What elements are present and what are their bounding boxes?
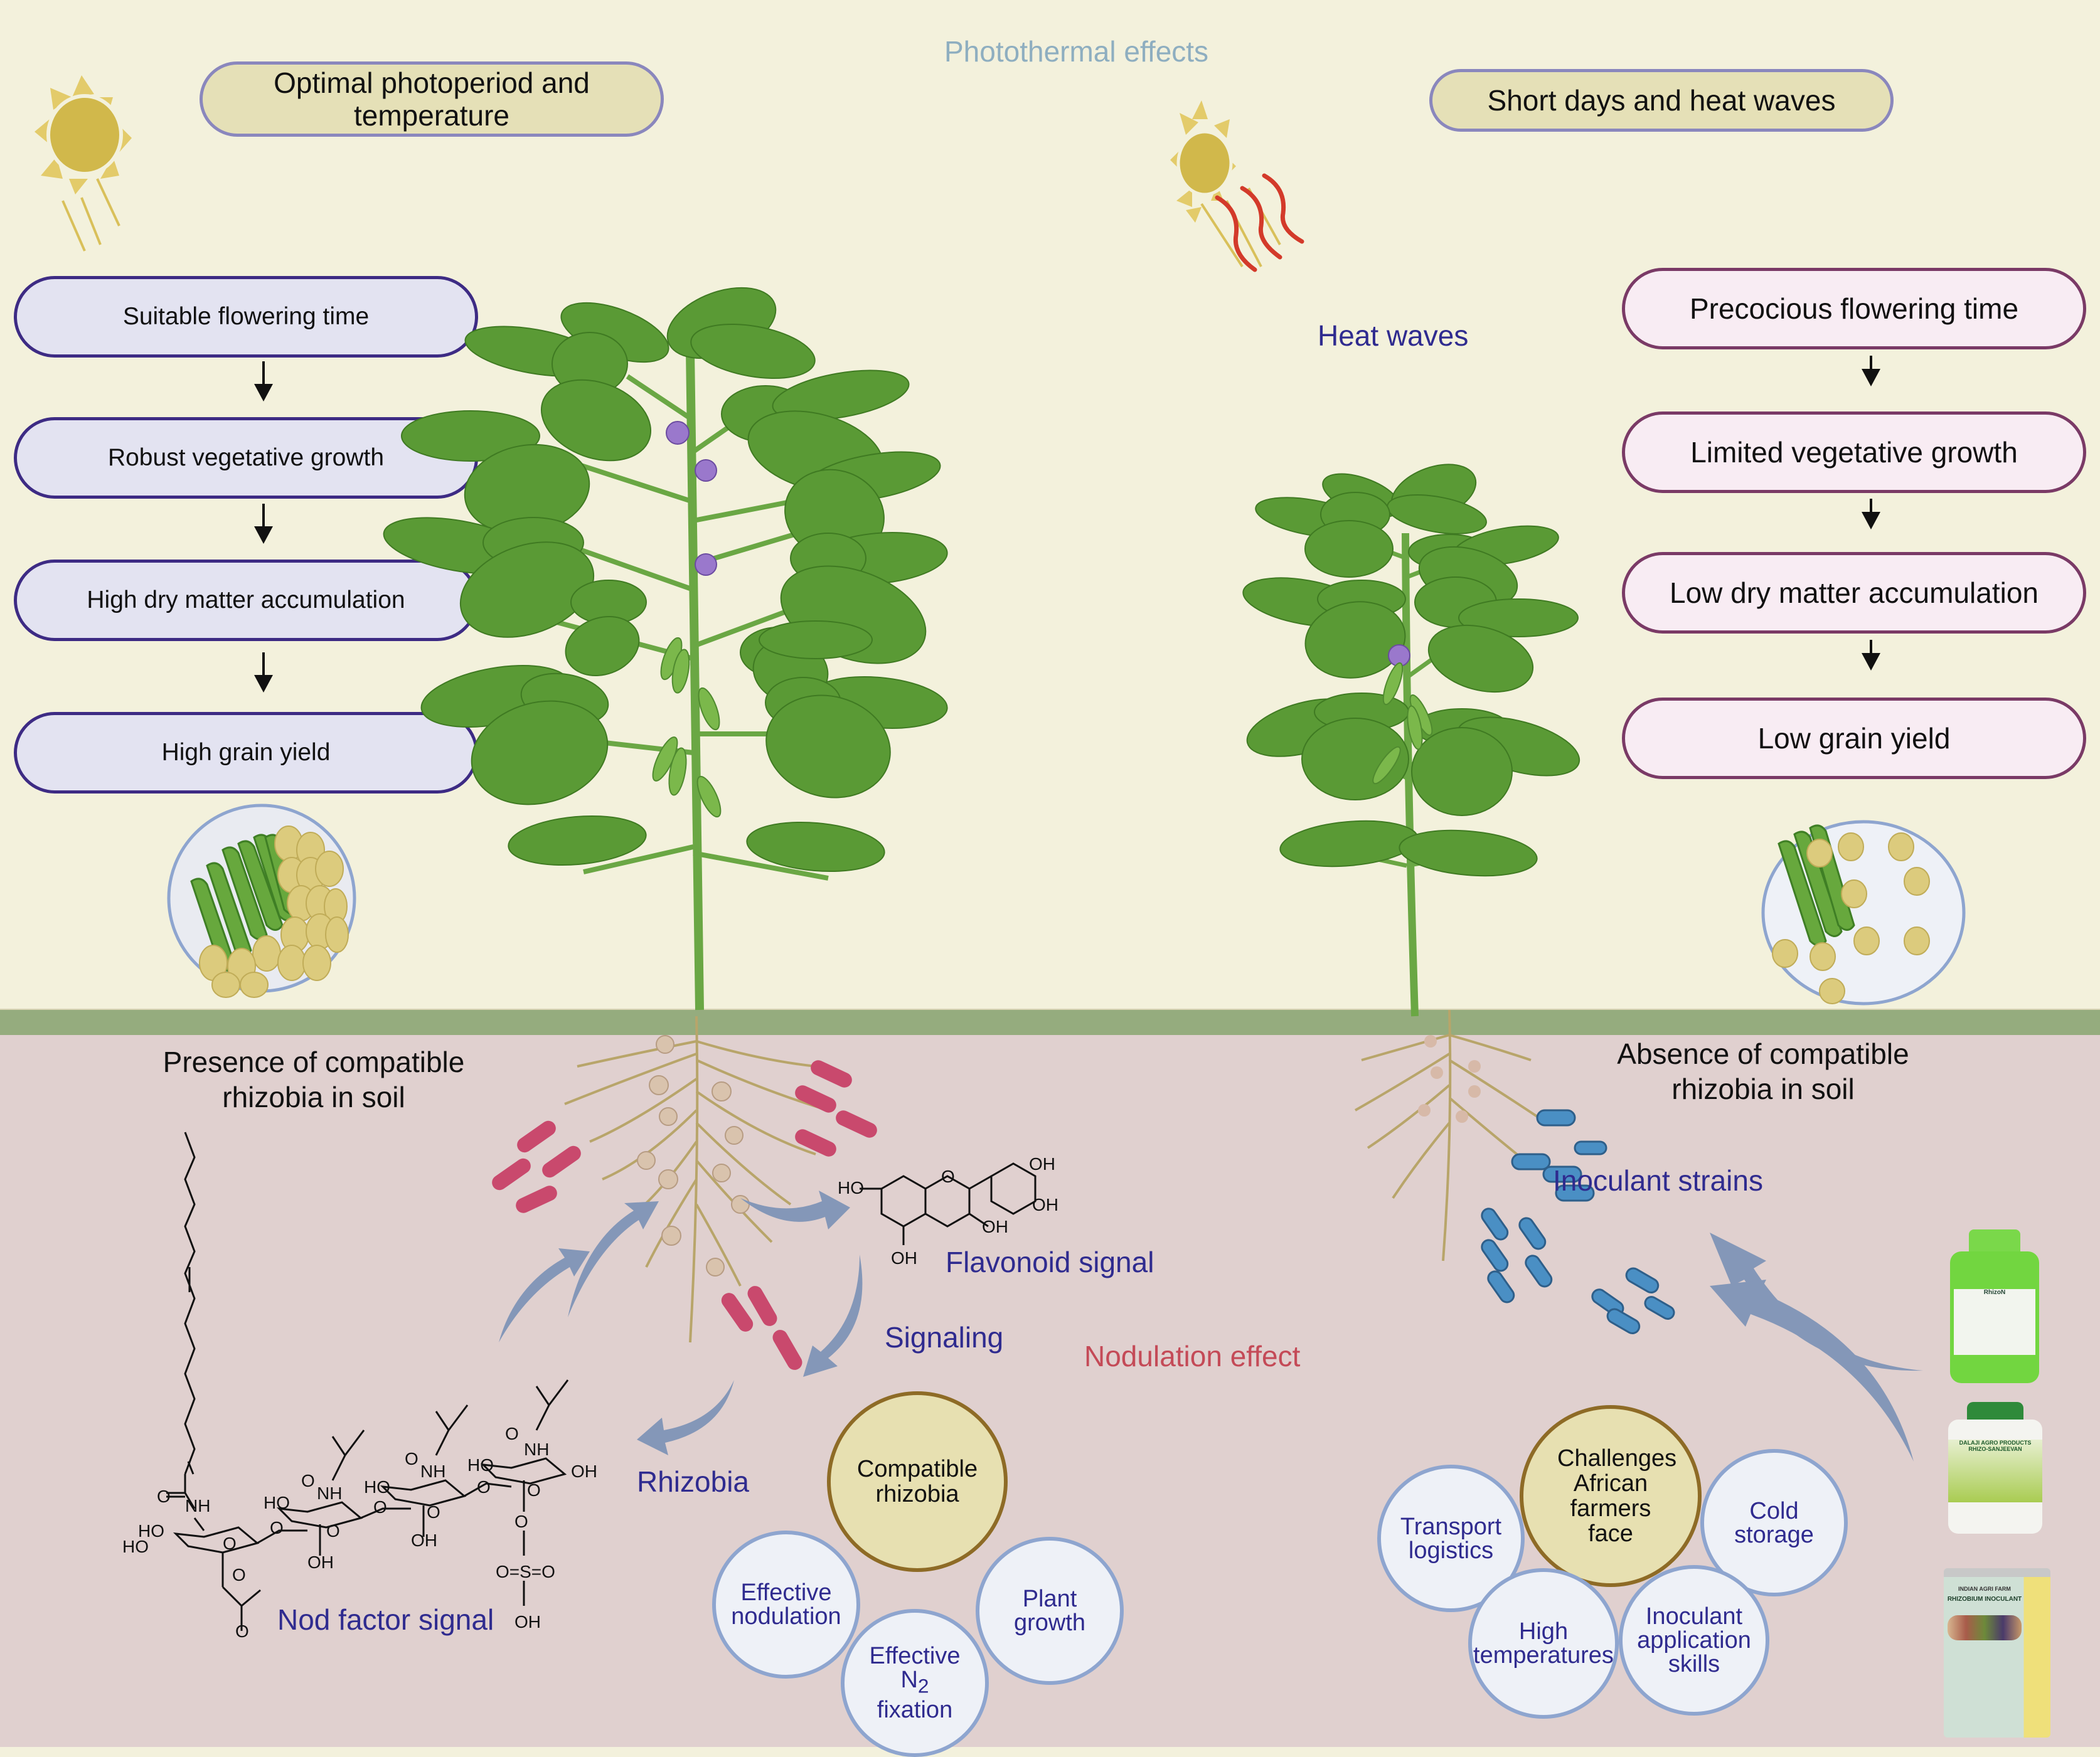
svg-text:HO: HO bbox=[467, 1455, 494, 1475]
ground-line bbox=[0, 1009, 2100, 1036]
rhizobia-label: Rhizobia bbox=[637, 1465, 749, 1498]
outcome-effective-n2-fixation: Effective N2 fixation bbox=[841, 1609, 989, 1757]
sun-icon-left bbox=[35, 75, 132, 252]
sky-background bbox=[0, 0, 2100, 1009]
flow-arrow-icon bbox=[1862, 499, 1880, 529]
svg-text:O: O bbox=[223, 1534, 237, 1553]
product-rhizo-sanjeevan-jar: DALAJI AGRO PRODUCTS RHIZO-SANJEEVAN bbox=[1948, 1402, 2042, 1534]
svg-text:NH: NH bbox=[420, 1462, 445, 1481]
outcome-plant-growth: Plant growth bbox=[976, 1537, 1124, 1685]
product-rhizobium-inoculant-pouch: INDIAN AGRI FARM RHIZOBIUM INOCULANT bbox=[1944, 1568, 2050, 1738]
product-rhizon-bottle: RhizoN bbox=[1950, 1229, 2039, 1383]
challenge-inoculant-application-skills: Inoculant application skills bbox=[1619, 1565, 1769, 1716]
right-flow-step-3: Low dry matter accumulation bbox=[1622, 552, 2086, 634]
flow-arrow-icon bbox=[254, 504, 273, 544]
jar-label: DALAJI AGRO PRODUCTS RHIZO-SANJEEVAN bbox=[1948, 1440, 2042, 1502]
svg-text:NH: NH bbox=[185, 1496, 210, 1515]
svg-text:O: O bbox=[301, 1471, 315, 1490]
heat-waves-label: Heat waves bbox=[1318, 319, 1469, 352]
svg-text:O=S=O: O=S=O bbox=[496, 1562, 555, 1581]
nodulation-effect-label: Nodulation effect bbox=[1084, 1340, 1301, 1372]
left-flow-step-3: High dry matter accumulation bbox=[14, 560, 478, 641]
svg-text:O: O bbox=[477, 1477, 491, 1497]
nod-factor-label: Nod factor signal bbox=[277, 1603, 494, 1636]
svg-text:OH: OH bbox=[982, 1217, 1008, 1236]
right-condition-header: Short days and heat waves bbox=[1429, 69, 1894, 132]
outcome-effective-nodulation: Effective nodulation bbox=[712, 1531, 860, 1679]
flow-arrow-icon bbox=[1862, 640, 1880, 671]
right-soil-label: Absence of compatible rhizobia in soil bbox=[1617, 1038, 1909, 1105]
stressed-soybean-plant bbox=[1242, 464, 1580, 1017]
seed-image bbox=[1948, 1615, 2022, 1640]
challenge-high-temperatures: High temperatures bbox=[1468, 1568, 1619, 1719]
svg-text:HO: HO bbox=[838, 1178, 864, 1197]
svg-text:O: O bbox=[514, 1512, 528, 1531]
nodulated-roots bbox=[564, 1016, 829, 1343]
sun-with-heat-waves-icon bbox=[1170, 100, 1304, 272]
left-soil-label: Presence of compatible rhizobia in soil bbox=[163, 1046, 465, 1113]
svg-text:O: O bbox=[373, 1497, 387, 1517]
svg-text:O: O bbox=[505, 1424, 519, 1443]
svg-text:O: O bbox=[405, 1449, 418, 1468]
sparse-roots bbox=[1355, 1009, 1538, 1261]
jar-cap bbox=[1967, 1402, 2023, 1422]
inoculant-strains-label: Inoculant strains bbox=[1553, 1164, 1763, 1197]
low-yield-plate-icon bbox=[1761, 820, 1966, 1006]
flavonoid-chemical-structure: HO O OH OH OH OH bbox=[838, 1154, 1058, 1268]
svg-text:O: O bbox=[235, 1622, 249, 1641]
svg-text:O: O bbox=[157, 1487, 171, 1506]
left-flow-step-4: High grain yield bbox=[14, 712, 478, 794]
right-flow-step-1: Precocious flowering time bbox=[1622, 268, 2086, 349]
left-flow-step-1: Suitable flowering time bbox=[14, 276, 478, 358]
svg-text:OH: OH bbox=[891, 1248, 917, 1268]
svg-text:OH: OH bbox=[307, 1553, 334, 1572]
high-yield-plate-icon bbox=[167, 804, 356, 998]
right-flow-step-4: Low grain yield bbox=[1622, 698, 2086, 779]
curved-arrow-icons-left bbox=[499, 1191, 863, 1455]
cluster-center-compatible-rhizobia: Compatible rhizobia bbox=[827, 1391, 1008, 1572]
right-flow-step-2: Limited vegetative growth bbox=[1622, 411, 2086, 493]
flow-arrow-icon bbox=[254, 652, 273, 693]
bottle-label: RhizoN bbox=[1954, 1289, 2035, 1355]
inoculant-application-arrows bbox=[1710, 1233, 1923, 1462]
svg-text:O: O bbox=[527, 1480, 541, 1500]
svg-text:O: O bbox=[941, 1167, 955, 1186]
flow-arrow-icon bbox=[1862, 356, 1880, 386]
inoculant-bacteria-group bbox=[1481, 1109, 1675, 1334]
flow-arrow-icon bbox=[254, 361, 273, 401]
figure-title: Photothermal effects bbox=[944, 35, 1209, 68]
svg-text:HO: HO bbox=[364, 1477, 390, 1497]
svg-text:OH: OH bbox=[1032, 1195, 1058, 1214]
bottle-cap bbox=[1969, 1229, 2020, 1255]
svg-text:OH: OH bbox=[411, 1531, 437, 1550]
svg-text:OH: OH bbox=[1029, 1154, 1055, 1174]
signaling-label: Signaling bbox=[885, 1321, 1004, 1354]
svg-text:O: O bbox=[427, 1502, 440, 1522]
cluster-center-challenges: Challenges African farmers face bbox=[1520, 1405, 1702, 1587]
svg-text:OH: OH bbox=[514, 1612, 541, 1632]
svg-text:O: O bbox=[270, 1518, 284, 1537]
svg-text:HO: HO bbox=[122, 1537, 149, 1556]
svg-text:NH: NH bbox=[524, 1440, 549, 1459]
svg-text:O: O bbox=[326, 1521, 340, 1541]
svg-text:NH: NH bbox=[317, 1484, 342, 1503]
rhizobia-bacteria-group bbox=[492, 1060, 877, 1370]
svg-text:HO: HO bbox=[264, 1493, 290, 1512]
svg-text:OH: OH bbox=[571, 1462, 597, 1481]
flavonoid-label: Flavonoid signal bbox=[946, 1246, 1154, 1278]
left-condition-header: Optimal photoperiod and temperature bbox=[200, 61, 664, 137]
nitrogen-symbol: N bbox=[900, 1667, 918, 1694]
challenge-cold-storage: Cold storage bbox=[1700, 1449, 1848, 1596]
svg-text:HO: HO bbox=[138, 1521, 164, 1541]
healthy-soybean-plant bbox=[383, 287, 948, 1011]
left-flow-step-2: Robust vegetative growth bbox=[14, 417, 478, 499]
subscript-two: 2 bbox=[917, 1674, 929, 1697]
svg-text:O: O bbox=[232, 1565, 246, 1584]
